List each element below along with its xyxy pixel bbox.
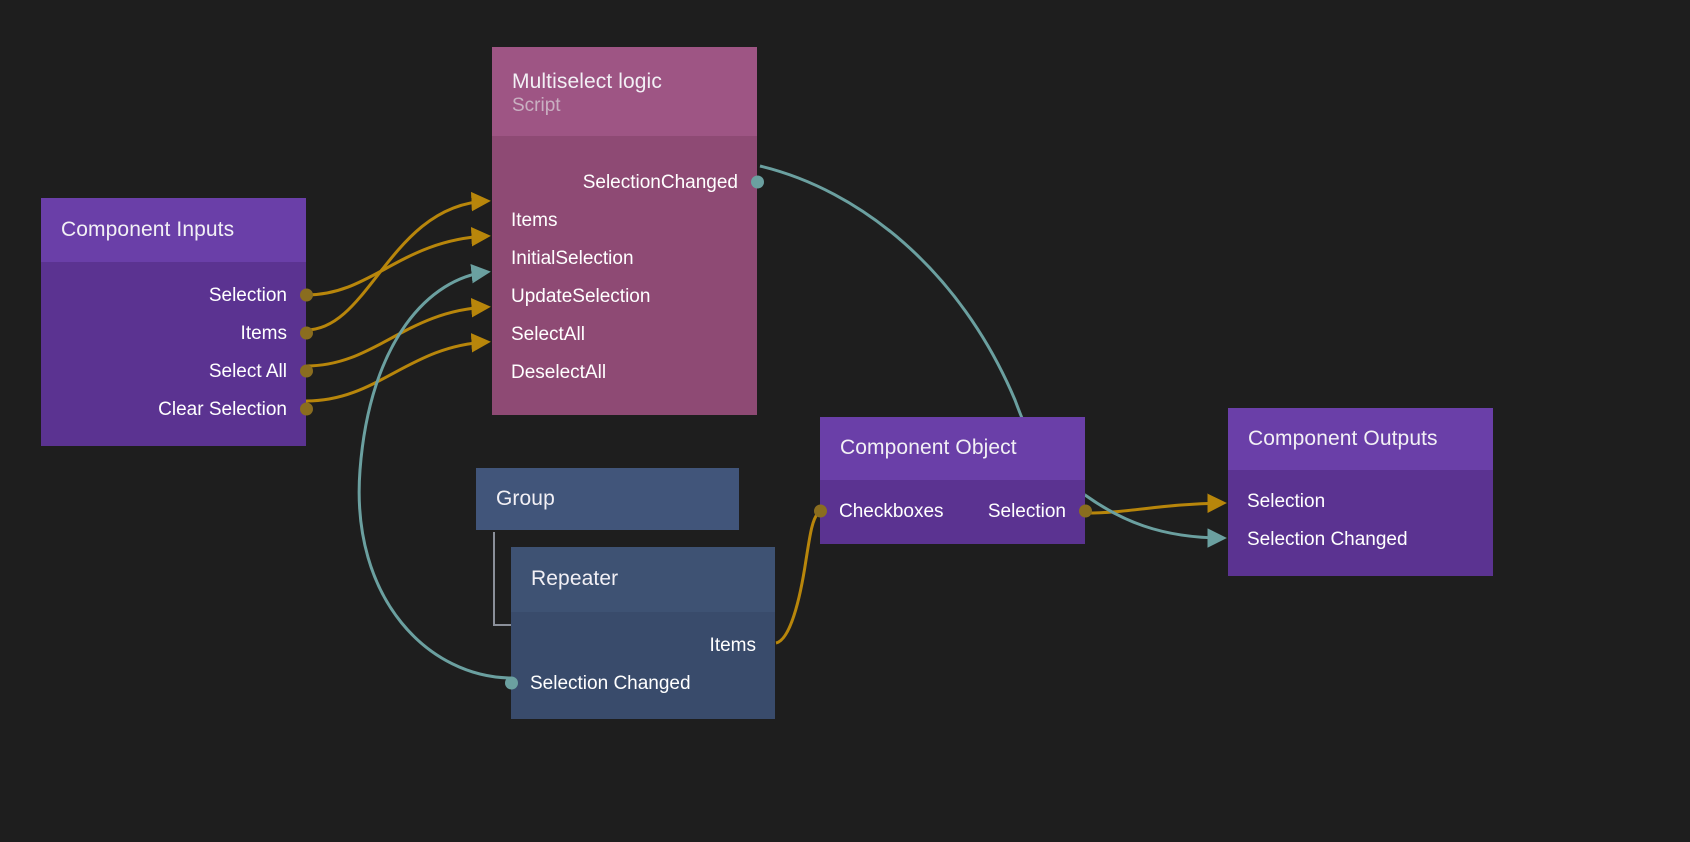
node-header[interactable]: Group [476,468,739,530]
node-subtitle: Script [512,94,561,116]
port-label: Items [240,322,287,344]
edge-repeater-items-to-object-checkboxes [775,512,820,645]
port-label: Selection [1247,490,1326,512]
node-repeater[interactable]: Repeater Items Selection Changed [504,547,775,719]
node-component-outputs[interactable]: Component Outputs Selection Selection Ch… [1228,408,1493,576]
port-row-clear-selection[interactable]: Clear Selection [41,390,313,428]
port-row-items[interactable]: Items [511,626,775,664]
port-dot-selection[interactable] [299,288,313,302]
port-row-selectionchanged[interactable]: SelectionChanged [492,163,764,201]
node-title: Component Object [840,436,1017,460]
port-row-items[interactable]: Items [41,314,313,352]
port-dot-selection-changed[interactable] [504,676,518,690]
node-body: SelectionChanged Items InitialSelection … [492,136,764,415]
port-label: SelectAll [511,323,585,345]
port-label: Selection Changed [530,672,691,694]
port-label: Selection Changed [1247,528,1408,550]
edge-inputs-selectall-to-script-selectall [305,298,491,368]
port-label: Select All [208,360,287,382]
port-row-select-all[interactable]: Select All [41,352,313,390]
edge-object-selection-to-outputs-selection [1085,493,1227,515]
node-title: Component Inputs [61,217,235,241]
node-body: Selection Items Select All Clear Selecti… [41,262,313,446]
node-body: Selection Selection Changed [1228,470,1493,576]
port-row-selection-changed[interactable]: Selection Changed [1228,520,1493,558]
port-dot-clear-selection[interactable] [299,402,313,416]
node-title: Component Outputs [1248,426,1438,450]
port-row-updateselection[interactable]: UpdateSelection [492,277,757,315]
node-multiselect-logic[interactable]: Multiselect logic Script SelectionChange… [492,47,764,415]
edge-inputs-clearselection-to-script-deselectall [305,333,491,403]
port-label: InitialSelection [511,247,634,269]
port-row-initialselection[interactable]: InitialSelection [492,239,757,277]
node-body: Checkboxes Selection [813,480,1092,544]
port-row-selection[interactable]: Selection [1228,482,1493,520]
port-label: Items [511,209,558,231]
port-label: UpdateSelection [511,285,651,307]
port-dot-select-all[interactable] [299,364,313,378]
port-dot-selectionchanged[interactable] [750,175,764,189]
port-row-checkboxes-selection[interactable]: Checkboxes Selection [813,492,1092,530]
node-group[interactable]: Group [476,468,739,530]
port-label: Items [709,634,756,656]
node-component-object[interactable]: Component Object Checkboxes Selection [813,417,1092,544]
port-label: DeselectAll [511,361,607,383]
port-label: Clear Selection [158,398,287,420]
port-label-checkboxes: Checkboxes [839,500,944,522]
node-header[interactable]: Component Inputs [41,198,306,262]
node-header[interactable]: Repeater [511,547,775,612]
port-row-items[interactable]: Items [492,201,757,239]
port-label-selection: Selection [987,500,1066,522]
node-title: Repeater [531,567,619,591]
port-dot-items[interactable] [299,326,313,340]
node-header[interactable]: Multiselect logic Script [492,47,757,136]
edge-inputs-selection-to-script-initialselection [305,226,491,297]
port-row-selection[interactable]: Selection [41,276,313,314]
node-body: Items Selection Changed [504,612,775,719]
node-component-inputs[interactable]: Component Inputs Selection Items Select … [41,198,313,446]
port-row-selectall[interactable]: SelectAll [492,315,757,353]
node-header[interactable]: Component Object [820,417,1085,480]
port-label: Selection [208,284,287,306]
port-row-selection-changed[interactable]: Selection Changed [504,664,775,702]
node-header[interactable]: Component Outputs [1228,408,1493,470]
port-dot-selection[interactable] [1078,504,1092,518]
port-dot-checkboxes[interactable] [813,504,827,518]
edge-inputs-items-to-script-items [305,191,491,332]
node-title: Group [496,486,555,510]
port-label: SelectionChanged [582,171,738,193]
port-row-deselectall[interactable]: DeselectAll [492,353,757,391]
node-title: Multiselect logic [512,70,662,94]
edge-object-to-outputs-selectionchanged [1084,493,1227,548]
